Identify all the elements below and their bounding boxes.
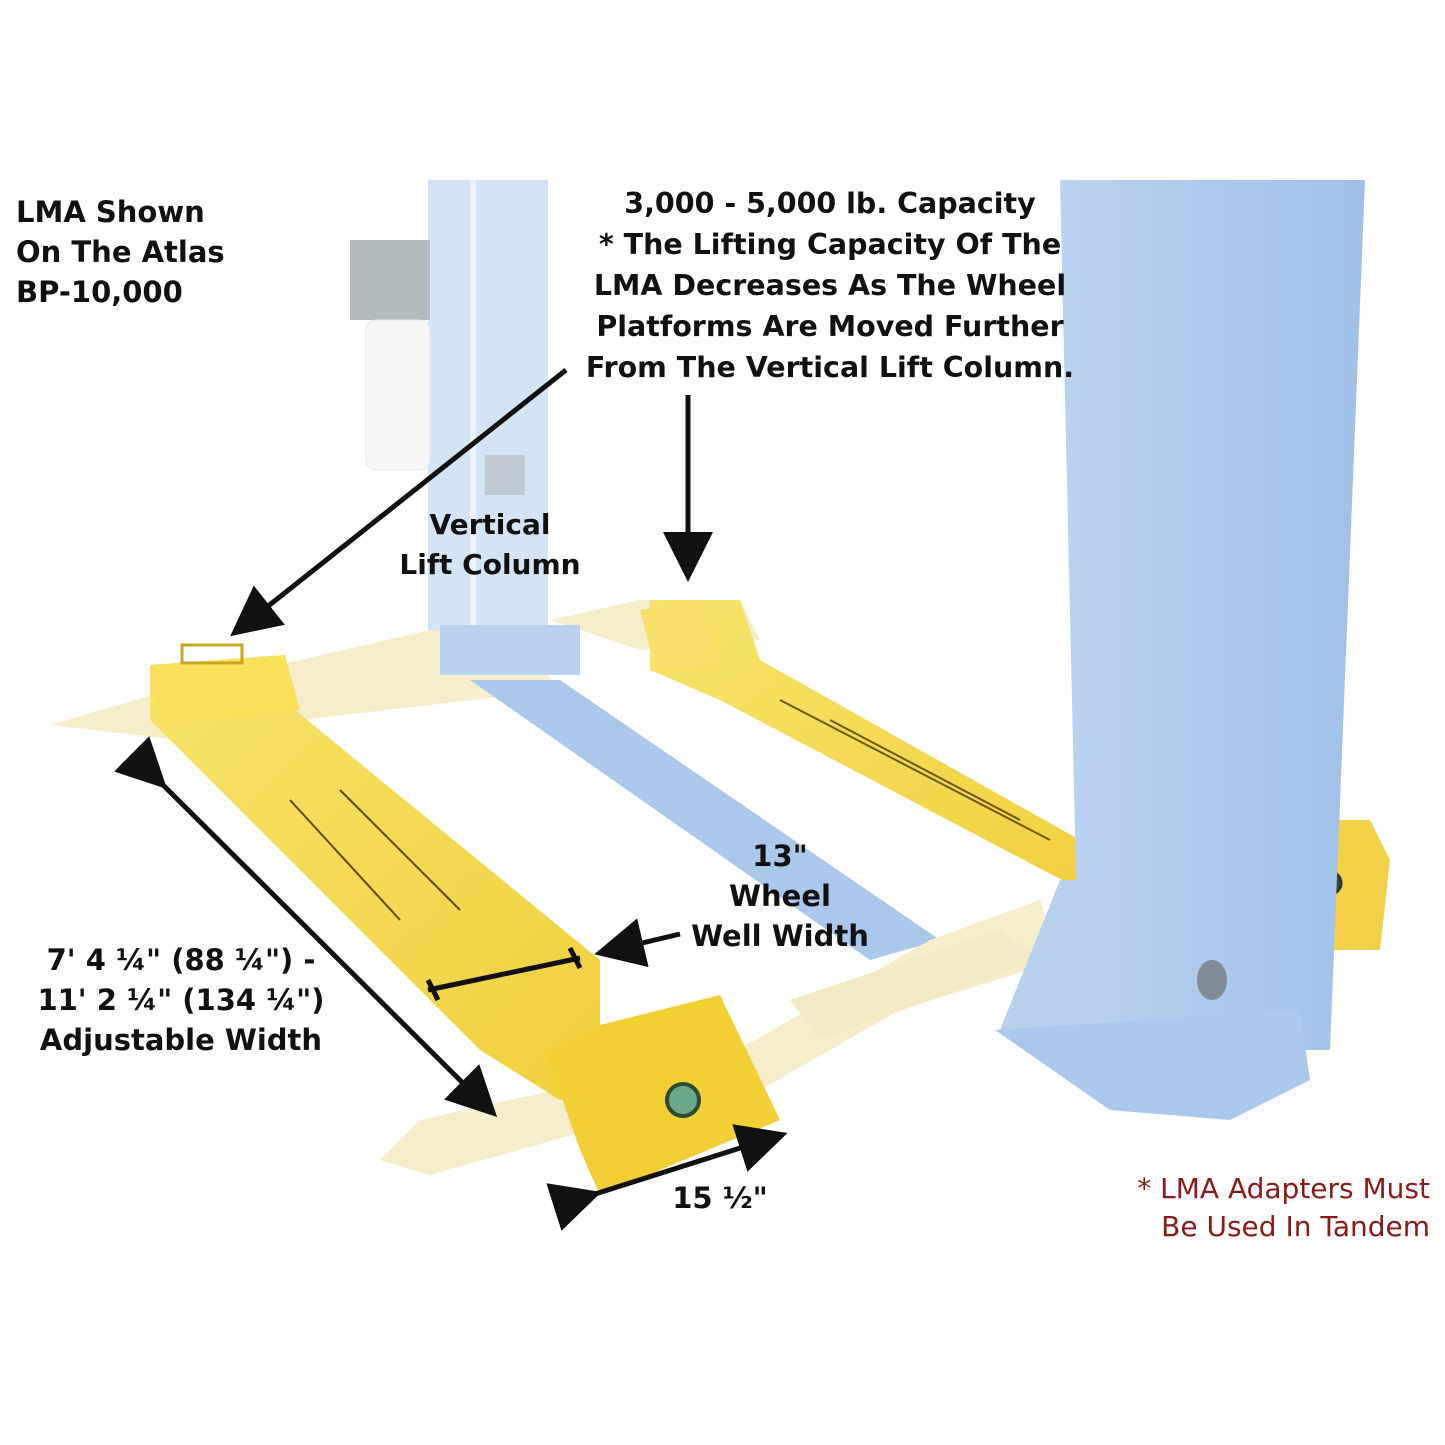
capacity-callout: 3,000 - 5,000 lb. Capacity * The Lifting… [560, 183, 1100, 388]
floor-crossbar [470, 680, 940, 960]
wheel-well-value: 13" [752, 839, 808, 873]
arrow-platform-width [546, 1124, 788, 1231]
tandem-note-line1: * LMA Adapters Must [1137, 1172, 1430, 1205]
arrow-adjustable-width [114, 736, 498, 1118]
adjustable-width-label: 7' 4 ¼" (88 ¼") - 11' 2 ¼" (134 ¼") Adju… [6, 940, 356, 1060]
arrow-to-wheel-well [594, 918, 681, 968]
capacity-note-line1: * The Lifting Capacity Of The [598, 228, 1062, 261]
front-lift-column [995, 180, 1365, 1120]
vertical-column-line2: Lift Column [399, 548, 581, 581]
shown-on-model: BP-10,000 [16, 275, 183, 309]
front-lift-arms [380, 900, 1060, 1175]
capacity-note-line4: From The Vertical Lift Column. [585, 351, 1075, 384]
capacity-note-line2: LMA Decreases As The Wheel [593, 269, 1067, 302]
wheel-well-label: 13" Wheel Well Width [680, 836, 880, 956]
adjustable-width-caption: Adjustable Width [39, 1023, 323, 1057]
capacity-range: 3,000 - 5,000 lb. Capacity [624, 187, 1036, 220]
annotation-arrows [114, 368, 788, 1231]
arrow-to-left-adapter [230, 368, 568, 637]
shown-on-label: LMA Shown On The Atlas BP-10,000 [16, 192, 225, 312]
shown-on-line1: LMA Shown [16, 195, 205, 229]
tandem-note-line2: Be Used In Tandem [1161, 1210, 1430, 1243]
adjustable-width-max: 11' 2 ¼" (134 ¼") [37, 983, 325, 1017]
capacity-note-line3: Platforms Are Moved Further [596, 310, 1064, 343]
platform-width-label: 15 ½" [672, 1181, 768, 1215]
vertical-column-label: Vertical Lift Column [380, 505, 600, 585]
shown-on-line2: On The Atlas [16, 235, 225, 269]
wheel-well-line3: Well Width [691, 919, 869, 953]
wheel-well-width-bar [427, 955, 581, 993]
adjustable-width-min: 7' 4 ¼" (88 ¼") - [46, 943, 316, 977]
tandem-note: * LMA Adapters Must Be Used In Tandem [1050, 1170, 1430, 1246]
vertical-column-line1: Vertical [429, 508, 551, 541]
wheel-well-line2: Wheel [729, 879, 831, 913]
back-lift-column [350, 180, 548, 670]
